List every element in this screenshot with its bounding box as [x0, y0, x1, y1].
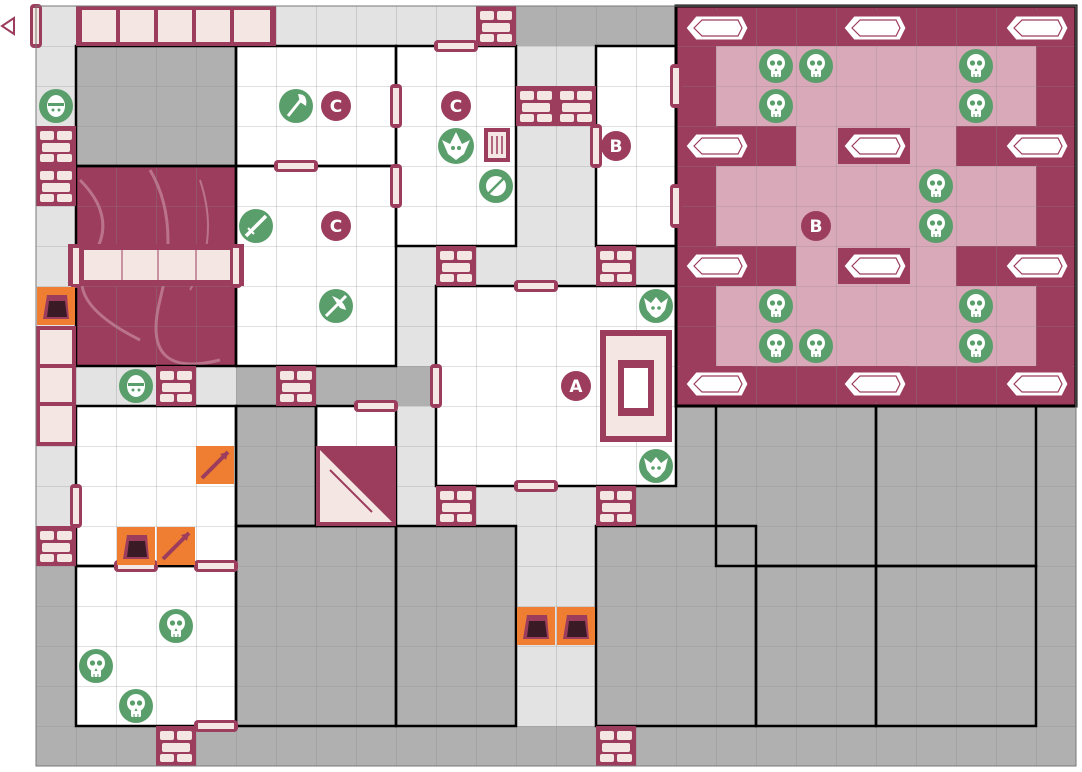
svg-text:A: A	[569, 377, 583, 397]
door	[390, 164, 402, 208]
door	[194, 720, 238, 732]
room-label-b-hall: B	[801, 211, 831, 241]
necromancer-icon[interactable]	[438, 128, 474, 164]
rack-left	[36, 326, 76, 446]
skull-icon	[918, 208, 954, 244]
skull-icon	[78, 648, 114, 684]
skull-icon	[798, 328, 834, 364]
skull-icon	[958, 288, 994, 324]
zombie-head-icon	[119, 369, 153, 403]
skull-icon	[958, 88, 994, 124]
door	[194, 560, 238, 572]
room-label-b-corridor: B	[601, 131, 631, 161]
skull-icon	[798, 48, 834, 84]
bookcase-top	[76, 6, 276, 46]
svg-text:C: C	[330, 97, 342, 117]
door	[430, 364, 442, 408]
door	[590, 124, 602, 168]
sword-icon[interactable]	[239, 209, 273, 243]
crossbow-icon[interactable]	[319, 289, 353, 323]
door	[274, 160, 318, 172]
board-border	[35, 5, 1077, 767]
door	[670, 184, 682, 228]
zombie-head-icon	[39, 89, 73, 123]
spear-trap-icon	[157, 527, 195, 565]
door	[354, 400, 398, 412]
shield-icon[interactable]	[479, 169, 513, 203]
pit-trap-icon	[517, 607, 555, 645]
pit-trap-icon	[37, 287, 75, 325]
stairs	[316, 446, 396, 526]
skull-icon	[958, 328, 994, 364]
door	[434, 40, 478, 52]
room-label-c-3: C	[321, 211, 351, 241]
room-label-a: A	[561, 371, 591, 401]
svg-text:B: B	[810, 217, 823, 237]
fireplace	[68, 244, 244, 286]
skull-icon	[118, 688, 154, 724]
skull-icon	[158, 608, 194, 644]
pit-trap-icon	[117, 527, 155, 565]
skull-icon	[758, 88, 794, 124]
svg-text:C: C	[330, 217, 342, 237]
door	[230, 244, 242, 288]
door	[670, 64, 682, 108]
room-label-c-2: C	[441, 91, 471, 121]
room-labels: C C C B B A	[321, 91, 831, 401]
skull-icon	[758, 288, 794, 324]
spear-trap-icon	[196, 446, 234, 484]
skull-icon	[958, 48, 994, 84]
skull-icon	[758, 48, 794, 84]
skull-icon	[758, 328, 794, 364]
scroll-icon[interactable]	[484, 128, 510, 162]
pit-trap-icon	[557, 607, 595, 645]
door	[514, 280, 558, 292]
svg-text:B: B	[610, 137, 623, 157]
door	[390, 84, 402, 128]
start-arrow-icon	[0, 16, 15, 36]
gargoyle-icon	[639, 449, 673, 483]
room-label-c-1: C	[321, 91, 351, 121]
throne	[600, 330, 672, 442]
gargoyle-icon	[639, 289, 673, 323]
skull-icon	[918, 168, 954, 204]
door	[70, 484, 82, 528]
door	[70, 244, 82, 288]
traps	[37, 287, 595, 645]
svg-text:C: C	[450, 97, 462, 117]
axe-icon[interactable]	[279, 89, 313, 123]
door	[514, 480, 558, 492]
